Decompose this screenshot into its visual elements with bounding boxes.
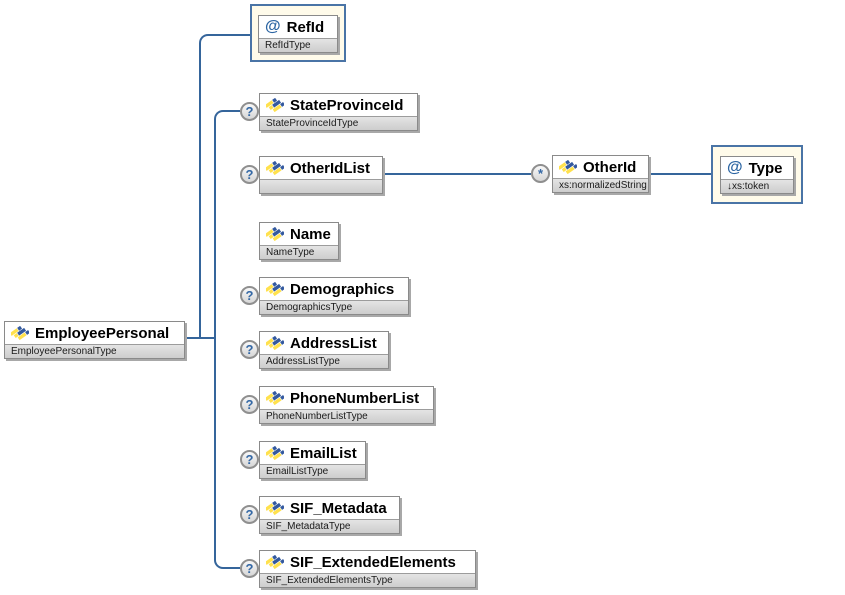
element-type: StateProvinceIdType (260, 116, 417, 130)
repeat-indicator: * (531, 164, 550, 183)
element-icon (266, 282, 284, 296)
element-icon (266, 446, 284, 460)
element-name: Name (290, 225, 331, 243)
node-addresslist[interactable]: AddressList AddressListType (259, 331, 389, 369)
element-type: DemographicsType (260, 300, 408, 314)
connector-corner (214, 557, 226, 569)
node-title: OtherIdList (260, 157, 382, 179)
element-icon (266, 336, 284, 350)
element-name: OtherIdList (290, 159, 371, 177)
element-name: SIF_ExtendedElements (290, 553, 456, 571)
optional-indicator: ? (240, 102, 259, 121)
element-name: StateProvinceId (290, 96, 404, 114)
optional-indicator: ? (240, 395, 259, 414)
element-name: Demographics (290, 280, 395, 298)
optional-indicator: ? (240, 505, 259, 524)
connector-stateprovinceid (225, 110, 240, 112)
node-title: OtherId (553, 156, 648, 178)
element-icon (266, 227, 284, 241)
connector-corner (214, 110, 226, 122)
connector-parent-stub (186, 337, 216, 339)
node-title: PhoneNumberList (260, 387, 433, 409)
node-title: Demographics (260, 278, 408, 300)
node-title: SIF_Metadata (260, 497, 399, 519)
attribute-name: RefId (286, 18, 325, 36)
element-type (260, 179, 382, 193)
node-type-frame[interactable]: @ Type ↓xs:token (711, 145, 803, 204)
element-icon (266, 555, 284, 569)
node-emaillist[interactable]: EmailList EmailListType (259, 441, 366, 479)
element-type: NameType (260, 245, 338, 259)
element-name: PhoneNumberList (290, 389, 420, 407)
node-phonenumberlist[interactable]: PhoneNumberList PhoneNumberListType (259, 386, 434, 424)
element-icon (266, 98, 284, 112)
element-type: SIF_ExtendedElementsType (260, 573, 475, 587)
optional-indicator: ? (240, 286, 259, 305)
node-title: EmailList (260, 442, 365, 464)
element-icon (266, 161, 284, 175)
element-type: EmployeePersonalType (5, 344, 184, 358)
node-title: EmployeePersonal (5, 322, 184, 344)
node-title: Name (260, 223, 338, 245)
optional-indicator: ? (240, 559, 259, 578)
attribute-icon: @ (265, 18, 281, 35)
node-sif-metadata[interactable]: SIF_Metadata SIF_MetadataType (259, 496, 400, 534)
element-type: EmailListType (260, 464, 365, 478)
element-name: SIF_Metadata (290, 499, 387, 517)
element-icon (559, 160, 577, 174)
node-title: StateProvinceId (260, 94, 417, 116)
optional-indicator: ? (240, 450, 259, 469)
connector-attr-trunk (199, 45, 201, 338)
connector-otherid-type (650, 173, 711, 175)
node-refid[interactable]: @ RefId RefIdType (258, 15, 338, 53)
element-name: EmployeePersonal (35, 324, 170, 342)
node-name[interactable]: Name NameType (259, 222, 339, 260)
element-name: OtherId (583, 158, 637, 176)
element-name: AddressList (290, 334, 377, 352)
node-refid-frame[interactable]: @ RefId RefIdType (250, 4, 346, 62)
node-otherid[interactable]: OtherId xs:normalizedString (552, 155, 649, 193)
element-type: SIF_MetadataType (260, 519, 399, 533)
attribute-type: ↓xs:token (721, 179, 793, 193)
node-title: @ RefId (259, 16, 337, 38)
attribute-name: Type (748, 159, 783, 177)
element-type: PhoneNumberListType (260, 409, 433, 423)
attribute-icon: @ (727, 159, 743, 176)
node-sif-extendedelements[interactable]: SIF_ExtendedElements SIF_ExtendedElement… (259, 550, 476, 588)
attribute-type: RefIdType (259, 38, 337, 52)
element-icon (266, 501, 284, 515)
connector-otheridlist-otherid (384, 173, 531, 175)
node-title: SIF_ExtendedElements (260, 551, 475, 573)
node-otheridlist[interactable]: OtherIdList (259, 156, 383, 194)
element-name: EmailList (290, 444, 357, 462)
connector-corner (199, 34, 211, 46)
connector-refid (210, 34, 250, 36)
optional-indicator: ? (240, 165, 259, 184)
element-type: xs:normalizedString (553, 178, 648, 192)
element-icon (11, 326, 29, 340)
connector-element-trunk (214, 121, 216, 557)
node-employeepersonal[interactable]: EmployeePersonal EmployeePersonalType (4, 321, 185, 359)
connector-sifextendedelements (225, 567, 240, 569)
node-title: AddressList (260, 332, 388, 354)
element-icon (266, 391, 284, 405)
node-type[interactable]: @ Type ↓xs:token (720, 156, 794, 194)
element-type: AddressListType (260, 354, 388, 368)
node-stateprovinceid[interactable]: StateProvinceId StateProvinceIdType (259, 93, 418, 131)
node-demographics[interactable]: Demographics DemographicsType (259, 277, 409, 315)
node-title: @ Type (721, 157, 793, 179)
optional-indicator: ? (240, 340, 259, 359)
